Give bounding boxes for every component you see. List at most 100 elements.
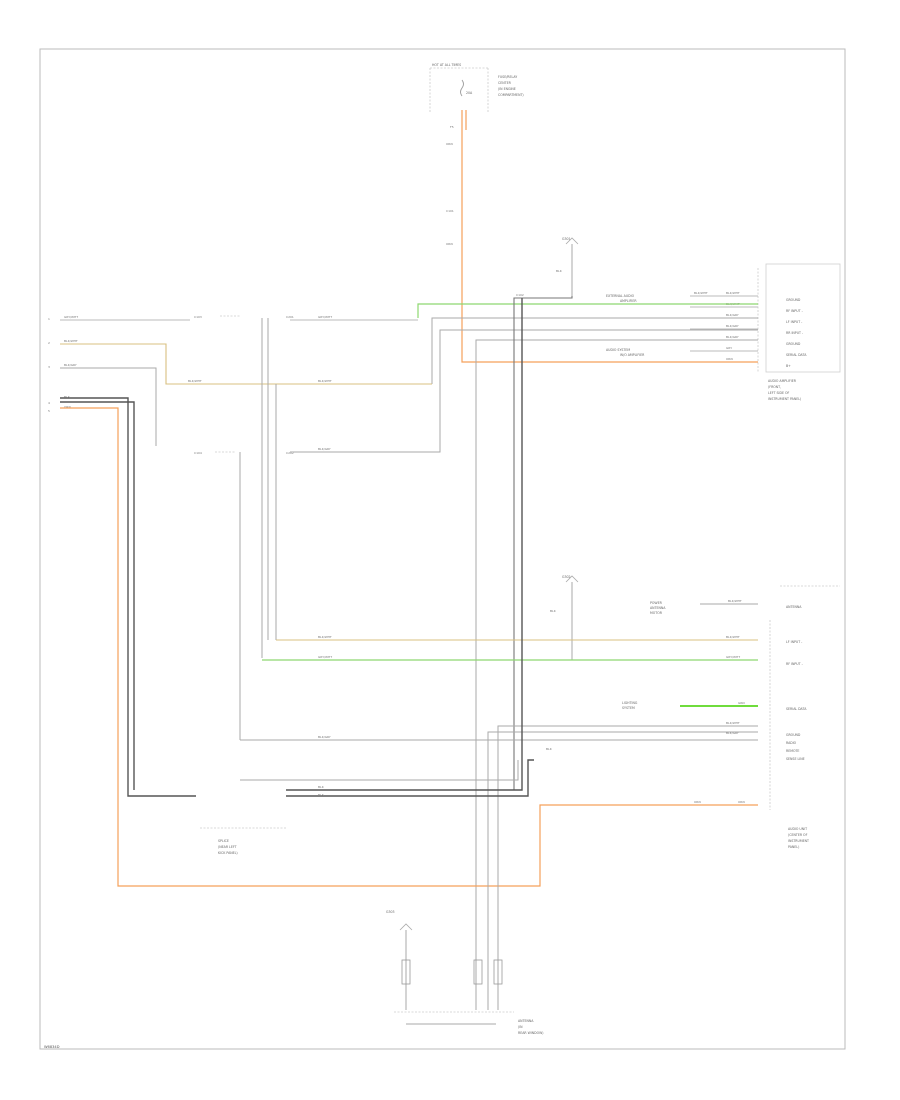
fuse-note-3: (IN ENGINE — [498, 87, 516, 91]
wire-gray-lower-4 — [240, 760, 519, 781]
upper-pin-1: GROUND — [786, 298, 801, 302]
left-connector: 1 2 3 4 5 GRY/WHT BLK/WHT BLK/GRY BLK OR… — [48, 315, 78, 413]
svg-text:GRY/WHT: GRY/WHT — [318, 315, 332, 319]
svg-text:ORN: ORN — [738, 800, 745, 804]
antenna-coils — [401, 959, 503, 985]
ground-g301: G301 BLK — [556, 237, 579, 296]
fuse-conn-label: C101 — [446, 209, 454, 213]
lower-pin-5: GROUND — [786, 733, 801, 737]
upper-connector-pins: BLK/WHT BLK/WHT BLK/WHT BLK/GRY BLK/GRY … — [516, 291, 758, 361]
svg-text:BLK/WHT: BLK/WHT — [318, 379, 332, 383]
svg-text:C202: C202 — [286, 451, 294, 455]
mid-connector: C103 C104 BLK/WHT C201 C202 GRY/WHT BLK/… — [188, 315, 332, 740]
svg-text:BLK/WHT: BLK/WHT — [188, 379, 202, 383]
splice-block: SPLICE (NEAR LEFT KICK PANEL) — [200, 827, 286, 855]
antenna-relay: POWER ANTENNA MOTOR BLK/WHT — [650, 599, 758, 615]
ground-g303: G303 — [386, 910, 413, 1010]
fuse-wire-label-2: ORN — [446, 242, 453, 246]
svg-text:BLK/GRY: BLK/GRY — [726, 324, 739, 328]
wire-left-dark-2 — [60, 401, 135, 790]
fuse-note-1: FUSE/RELAY — [498, 75, 517, 79]
lower-pin-8: SENSE LINE — [786, 757, 805, 761]
svg-text:KICK PANEL): KICK PANEL) — [218, 851, 238, 855]
g301-wire: BLK — [556, 269, 563, 273]
wire-left-gray-2 — [60, 367, 157, 446]
svg-text:GRY/WHT: GRY/WHT — [318, 655, 332, 659]
svg-text:BLK: BLK — [546, 747, 553, 751]
antenna-block: ANTENNA (IN REAR WINDOW) — [394, 1011, 543, 1035]
lower-labels: BLK/WHT GRY/WHT BLK/GRY BLK BLK BLK/WHT … — [318, 635, 745, 804]
svg-text:C103: C103 — [194, 315, 202, 319]
svg-text:5: 5 — [48, 409, 50, 413]
lower-unit-name-3: INSTRUMENT — [788, 839, 809, 843]
svg-text:BLK/WHT: BLK/WHT — [726, 291, 740, 295]
wire-orange-bplus — [461, 110, 758, 363]
wire-gray-upper-2 — [439, 329, 758, 446]
svg-text:BLK/WHT: BLK/WHT — [726, 635, 740, 639]
upper-pin-5: GROUND — [786, 342, 801, 346]
fuse-wire-label: ORN — [446, 142, 453, 146]
svg-text:BLK/WHT: BLK/WHT — [318, 635, 332, 639]
svg-text:ORN: ORN — [694, 800, 701, 804]
svg-text:C201: C201 — [286, 315, 294, 319]
wire-mid-3 — [290, 446, 441, 453]
ground-g301-label: G301 — [562, 237, 571, 241]
wire-left-orange — [60, 407, 758, 887]
svg-text:BLK: BLK — [550, 609, 557, 613]
svg-text:BLK: BLK — [64, 395, 71, 399]
footer-code: W6834D — [44, 1045, 60, 1049]
svg-text:C102: C102 — [516, 293, 524, 297]
svg-text:AMPLIFIER: AMPLIFIER — [620, 299, 637, 303]
svg-text:GRY: GRY — [726, 346, 732, 350]
fuse-note-4: COMPARTMENT) — [498, 93, 524, 97]
upper-pin-7: B+ — [786, 364, 791, 368]
svg-text:BLK/WHT: BLK/WHT — [64, 339, 78, 343]
upper-unit-name-3: LEFT SIDE OF — [768, 391, 789, 395]
svg-text:REAR WINDOW): REAR WINDOW) — [518, 1031, 543, 1035]
svg-text:BLK: BLK — [318, 793, 325, 797]
svg-text:POWER: POWER — [650, 601, 663, 605]
svg-text:BLK/GRY: BLK/GRY — [318, 447, 331, 451]
svg-text:SYSTEM: SYSTEM — [622, 706, 635, 710]
fuse-block: HOT AT ALL TIMES 20A FUSE/RELAY CENTER (… — [429, 63, 524, 246]
svg-text:BLK/GRY: BLK/GRY — [726, 731, 739, 735]
upper-unit-name-1: AUDIO AMPLIFIER — [768, 379, 797, 383]
svg-text:GRN: GRN — [738, 701, 745, 705]
ground-g302-label: G302 — [562, 575, 571, 579]
upper-unit-name-2: (FRONT, — [768, 385, 781, 389]
fuse-pin: F5 — [450, 125, 454, 129]
upper-pin-4: RR INPUT - — [786, 331, 803, 335]
lower-unit-name-4: PANEL) — [788, 845, 799, 849]
wire-gray-upper-1 — [431, 317, 758, 384]
lower-unit[interactable]: ANTENNA LF INPUT - RF INPUT - SERIAL DAT… — [769, 585, 840, 849]
lower-pin-6: RADIO — [786, 741, 797, 745]
fuse-note-2: CENTER — [498, 81, 512, 85]
svg-text:ORN: ORN — [64, 405, 71, 409]
svg-text:(IN: (IN — [518, 1025, 523, 1029]
lower-pin-7: REMOTE — [786, 749, 799, 753]
upper-unit-name-4: INSTRUMENT PANEL) — [768, 397, 801, 401]
svg-text:BLK/GRY: BLK/GRY — [318, 735, 331, 739]
svg-text:BLK/GRY: BLK/GRY — [64, 363, 77, 367]
svg-text:2: 2 — [48, 341, 50, 345]
svg-text:AUDIO SYSTEM: AUDIO SYSTEM — [606, 348, 630, 352]
svg-text:EXTERNAL AUDIO: EXTERNAL AUDIO — [606, 294, 635, 298]
svg-text:1: 1 — [48, 317, 50, 321]
svg-text:GRY/WHT: GRY/WHT — [64, 315, 78, 319]
lower-pin-4: SERIAL DATA — [786, 707, 807, 711]
lower-unit-name-1: AUDIO UNIT — [788, 827, 807, 831]
svg-text:3: 3 — [48, 365, 50, 369]
svg-text:4: 4 — [48, 401, 50, 405]
svg-text:BLK/GRY: BLK/GRY — [726, 335, 739, 339]
upper-pin-3: LF INPUT - — [786, 320, 802, 324]
svg-text:C104: C104 — [194, 451, 202, 455]
upper-unit[interactable]: GROUND RF INPUT - LF INPUT - RR INPUT - … — [757, 263, 841, 401]
svg-text:GRY/WHT: GRY/WHT — [726, 655, 740, 659]
fuse-rating: 20A — [466, 91, 473, 95]
svg-text:SPLICE: SPLICE — [218, 839, 229, 843]
svg-text:BLK/WHT: BLK/WHT — [726, 721, 740, 725]
fuse-symbol — [460, 79, 464, 97]
svg-text:ANTENNA: ANTENNA — [518, 1019, 534, 1023]
svg-text:BLK/WHT: BLK/WHT — [694, 291, 708, 295]
